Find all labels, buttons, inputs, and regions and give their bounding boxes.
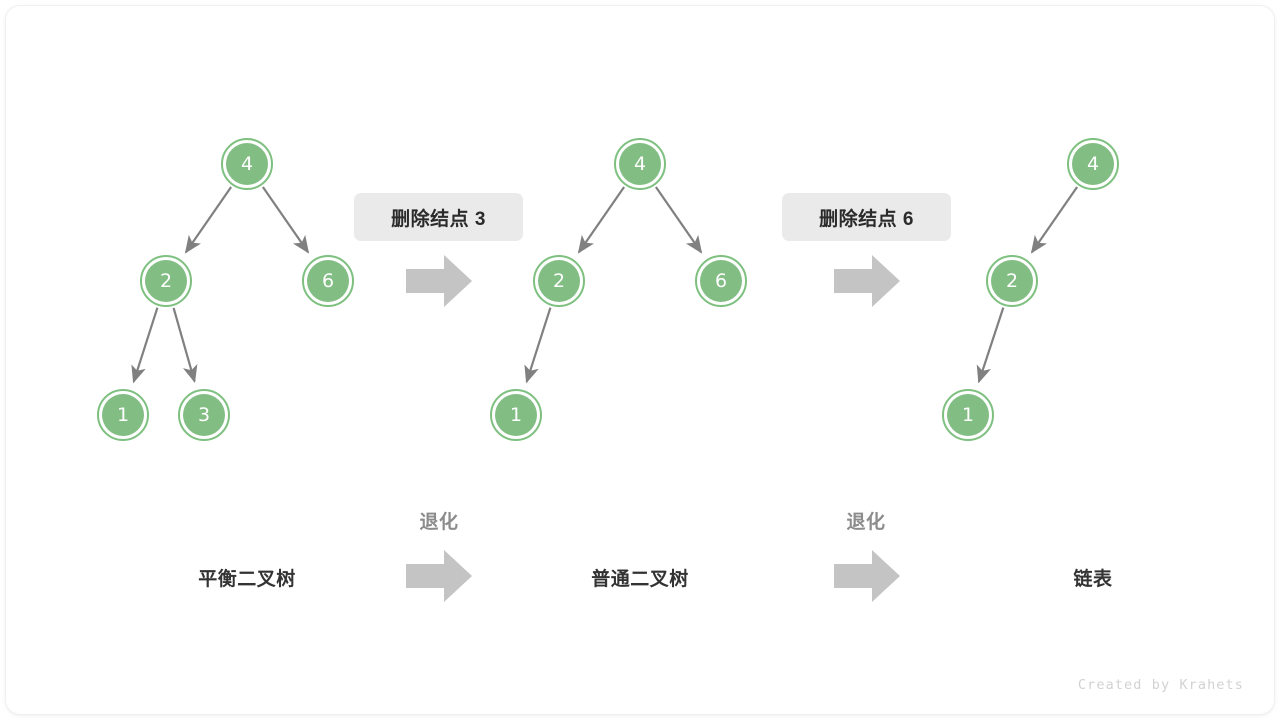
tree-node-6: 6 bbox=[695, 255, 747, 307]
tree-node-2: 2 bbox=[986, 255, 1038, 307]
transition-arrow-bottom-1 bbox=[406, 550, 472, 602]
tree-edge bbox=[261, 186, 310, 254]
tree-node-label: 3 bbox=[197, 403, 211, 426]
step-chip-delete-6: 删除结点 6 bbox=[782, 193, 951, 241]
tree-node-label: 2 bbox=[552, 269, 566, 292]
tree-node-label: 1 bbox=[961, 403, 975, 426]
sublabel-degenerate-1: 退化 bbox=[389, 507, 489, 534]
tree-node-4: 4 bbox=[1067, 138, 1119, 190]
step-chip-label: 删除结点 3 bbox=[391, 208, 486, 230]
tree-node-label: 2 bbox=[159, 269, 173, 292]
tree-node-1: 1 bbox=[942, 389, 994, 441]
tree-node-label: 2 bbox=[1005, 269, 1019, 292]
tree-edge bbox=[184, 186, 233, 254]
step-chip-label: 删除结点 6 bbox=[819, 208, 914, 230]
tree-node-4: 4 bbox=[221, 138, 273, 190]
caption-text: 链表 bbox=[1073, 569, 1113, 590]
transition-arrow-bottom-2 bbox=[834, 550, 900, 602]
step-chip-delete-3: 删除结点 3 bbox=[354, 193, 523, 241]
tree-node-2: 2 bbox=[533, 255, 585, 307]
tree-node-label: 1 bbox=[116, 403, 130, 426]
tree-node-label: 1 bbox=[509, 403, 523, 426]
caption-ordinary-tree: 普通二叉树 bbox=[540, 564, 740, 591]
tree-node-1: 1 bbox=[97, 389, 149, 441]
caption-balanced-tree: 平衡二叉树 bbox=[147, 564, 347, 591]
tree-node-label: 6 bbox=[321, 269, 335, 292]
tree-node-3: 3 bbox=[178, 389, 230, 441]
tree-node-label: 4 bbox=[633, 152, 647, 175]
tree-node-1: 1 bbox=[490, 389, 542, 441]
tree-node-4: 4 bbox=[614, 138, 666, 190]
tree-node-6: 6 bbox=[302, 255, 354, 307]
transition-arrow-top-2 bbox=[834, 255, 900, 307]
caption-text: 普通二叉树 bbox=[591, 569, 689, 590]
tree-edge bbox=[131, 307, 159, 384]
figure-card bbox=[6, 6, 1274, 714]
caption-linked-list: 链表 bbox=[993, 564, 1193, 591]
tree-node-label: 4 bbox=[240, 152, 254, 175]
tree-edge bbox=[1030, 186, 1079, 254]
tree-node-label: 6 bbox=[714, 269, 728, 292]
tree-node-2: 2 bbox=[140, 255, 192, 307]
sublabel-text: 退化 bbox=[846, 512, 886, 533]
sublabel-text: 退化 bbox=[419, 512, 459, 533]
tree-edge bbox=[172, 307, 198, 383]
caption-text: 平衡二叉树 bbox=[198, 569, 296, 590]
tree-edge bbox=[976, 307, 1005, 384]
transition-arrow-top-1 bbox=[406, 255, 472, 307]
tree-edge bbox=[654, 186, 703, 254]
tree-node-label: 4 bbox=[1086, 152, 1100, 175]
tree-edge bbox=[524, 307, 552, 384]
credit-text: Created by Krahets bbox=[1077, 677, 1244, 693]
sublabel-degenerate-2: 退化 bbox=[816, 507, 916, 534]
tree-edge bbox=[577, 186, 626, 254]
